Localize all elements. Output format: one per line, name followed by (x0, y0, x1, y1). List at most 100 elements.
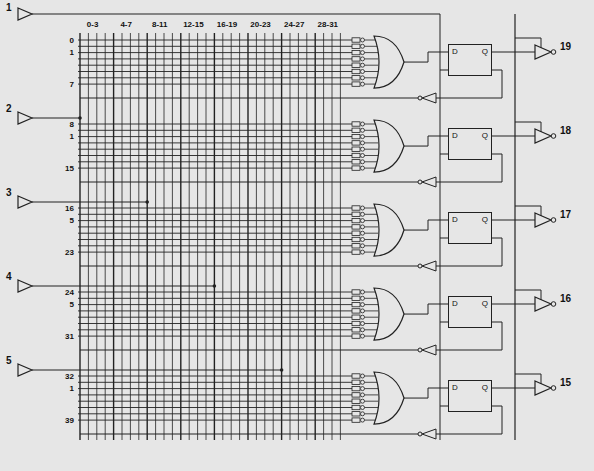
and-bubble (361, 57, 365, 61)
flip-flop-box: DQ (448, 44, 492, 76)
output-bubble (551, 134, 556, 139)
feedback-line (80, 181, 418, 182)
product-term (78, 317, 352, 318)
junction-dot (280, 368, 284, 372)
product-term (78, 376, 352, 377)
or-input (365, 77, 379, 78)
and-gate (352, 237, 360, 241)
and-bubble (361, 244, 365, 248)
input-column (122, 33, 123, 440)
product-term (78, 394, 352, 395)
d-input-wire (404, 304, 448, 314)
and-bubble (361, 418, 365, 422)
and-bubble (361, 82, 365, 86)
and-gate (352, 166, 360, 170)
flip-flop-box: DQ (448, 212, 492, 244)
and-bubble (361, 309, 365, 313)
input-column (231, 33, 232, 440)
and-gate (352, 244, 360, 248)
or-input (365, 136, 379, 137)
enable-bus (514, 14, 515, 440)
product-term (78, 168, 352, 169)
clock-line (32, 14, 440, 440)
feedback-line (80, 97, 418, 98)
or-gate (374, 36, 404, 88)
pin-number: 1 (6, 2, 12, 13)
and-gate (352, 76, 360, 80)
input-column (155, 33, 156, 440)
input-column (113, 33, 114, 440)
product-term (78, 413, 352, 414)
product-term (78, 420, 352, 421)
row-number: 5 (70, 216, 74, 225)
or-input (365, 71, 379, 72)
product-term (78, 65, 352, 66)
input-column (315, 33, 316, 440)
row-number: 1 (70, 48, 74, 57)
and-gate (352, 44, 360, 48)
and-bubble (361, 328, 365, 332)
q-output-wire (492, 220, 535, 221)
and-gate (352, 302, 360, 306)
and-bubble (361, 290, 365, 294)
or-input (365, 233, 379, 234)
input-column (146, 33, 147, 440)
or-input (365, 388, 379, 389)
feedback-bubble (418, 96, 422, 100)
product-term (78, 40, 352, 41)
input-buffer (18, 196, 32, 208)
q-output-wire (492, 136, 535, 137)
and-gate (352, 212, 360, 216)
and-gate (352, 399, 360, 403)
and-gate (352, 380, 360, 384)
and-gate (352, 122, 360, 126)
and-bubble (361, 122, 365, 126)
and-bubble (361, 44, 365, 48)
and-gate (352, 386, 360, 390)
row-number: 15 (65, 164, 74, 173)
input-line (32, 369, 282, 370)
input-column (130, 33, 131, 440)
or-input (365, 298, 379, 299)
or-input (365, 155, 379, 156)
flip-flop-box: DQ (448, 296, 492, 328)
or-input (365, 239, 379, 240)
input-column (96, 33, 97, 440)
product-term (78, 161, 352, 162)
or-gate (374, 372, 404, 424)
product-term (78, 46, 352, 47)
and-bubble (361, 231, 365, 235)
product-term (78, 58, 352, 59)
pin-number: 3 (6, 187, 12, 198)
and-bubble (361, 380, 365, 384)
or-input (365, 310, 379, 311)
column-header: 24-27 (284, 20, 304, 29)
output-buffer (535, 297, 551, 311)
q-pin-label: Q (482, 215, 488, 224)
product-term (78, 323, 352, 324)
and-bubble (361, 160, 365, 164)
row-number: 32 (65, 372, 74, 381)
product-term (78, 77, 352, 78)
feedback-bubble (418, 432, 422, 436)
d-pin-label: D (452, 215, 458, 224)
feedback-buffer (422, 93, 436, 103)
output-pin-number: 16 (560, 293, 571, 304)
column-header: 12-15 (183, 20, 203, 29)
and-gate (352, 38, 360, 42)
or-input (365, 323, 379, 324)
product-term (78, 208, 352, 209)
output-buffer (535, 213, 551, 227)
input-column (105, 33, 106, 440)
input-column (256, 33, 257, 440)
row-number: 8 (70, 120, 74, 129)
and-bubble (361, 225, 365, 229)
output-bubble (551, 50, 556, 55)
output-bubble (551, 386, 556, 391)
q-output-wire (492, 388, 535, 389)
and-bubble (361, 315, 365, 319)
and-bubble (361, 135, 365, 139)
input-column (88, 33, 89, 440)
clock-branch (440, 154, 448, 155)
